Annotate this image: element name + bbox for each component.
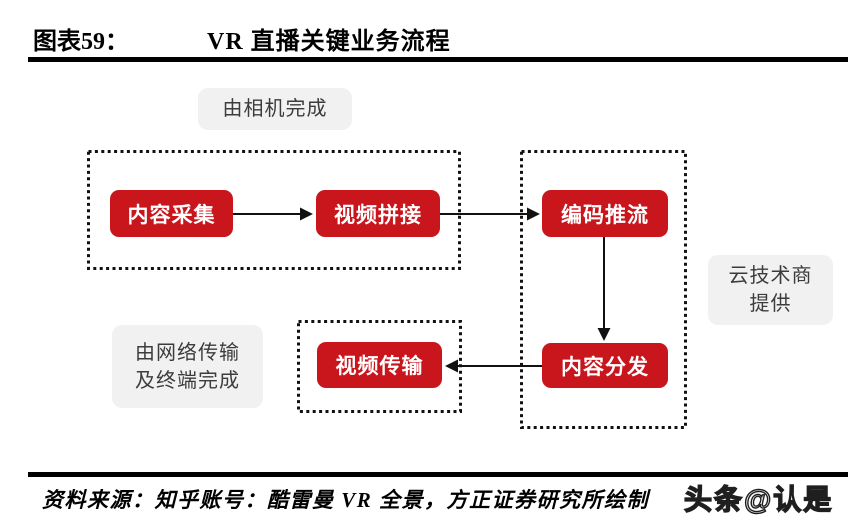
stage-label-camera-text: 由相机完成 (222, 98, 328, 120)
cloud-stage-dotted-box (520, 150, 687, 429)
camera-stage-dotted-box (87, 150, 461, 270)
stage-label-network-line1: 由网络传输 (135, 341, 240, 364)
stage-label-cloud-line1: 云技术商 (728, 265, 813, 287)
top-divider (28, 57, 848, 62)
stage-label-cloud-line2: 提供 (749, 293, 792, 315)
figure-number: 图表59： (33, 29, 129, 55)
node-video-transmission: 视频传输 (317, 342, 442, 388)
node-content-collection: 内容采集 (110, 190, 233, 237)
source-note: 资料来源：知乎账号：酷雷曼 VR 全景，方正证券研究所绘制 (42, 488, 650, 512)
stage-label-camera: 由相机完成 (198, 88, 352, 130)
node-encode-push-stream: 编码推流 (542, 190, 668, 237)
node-content-distribution: 内容分发 (542, 343, 668, 388)
stage-label-network-line2: 及终端完成 (135, 369, 240, 392)
bottom-divider (28, 472, 848, 477)
stage-label-network-terminal: 由网络传输 及终端完成 (112, 325, 263, 408)
watermark: 头条@认是 (683, 483, 834, 515)
stage-label-cloud-provider: 云技术商 提供 (708, 255, 833, 325)
figure-title: VR 直播关键业务流程 (207, 29, 451, 55)
node-video-stitching: 视频拼接 (316, 190, 440, 237)
